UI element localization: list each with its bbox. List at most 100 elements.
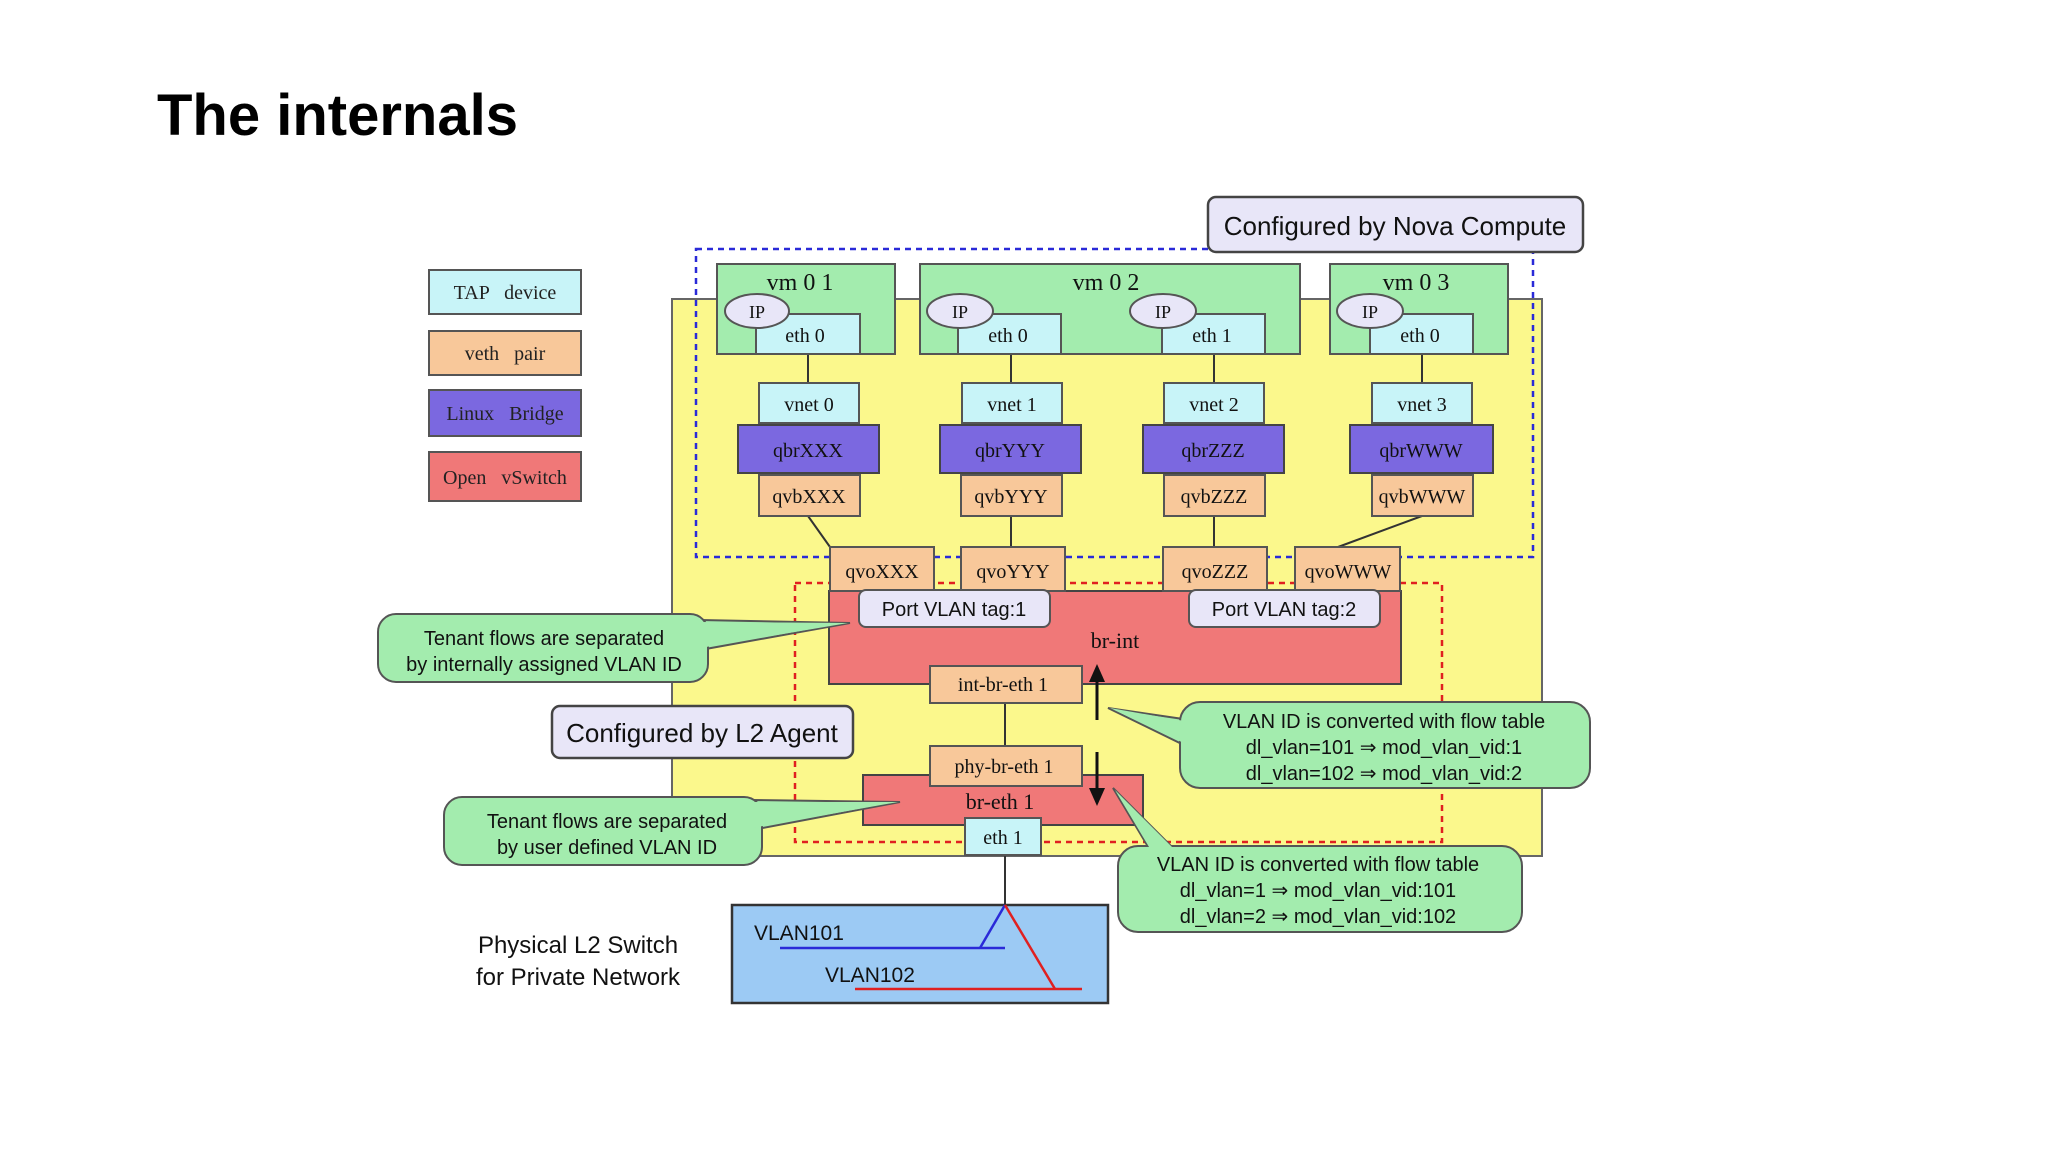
- vm-02-eth0-label: eth 0: [988, 325, 1027, 347]
- vm-03-ip: [1336, 293, 1404, 329]
- vlan101-label: VLAN101: [754, 922, 844, 945]
- vm-02-ip1: [1129, 293, 1197, 329]
- nova-region: [694, 247, 1535, 559]
- callout-flow-phy-line2: dl_vlan=1 ⇒ mod_vlan_vid:101: [1180, 880, 1456, 902]
- callout-flow-int-line1: VLAN ID is converted with flow table: [1223, 711, 1545, 733]
- vlan102-label: VLAN102: [825, 964, 915, 987]
- vm-03: vm 0 3 eth 0 IP: [1329, 263, 1509, 355]
- port-vlan-tag-2-label: Port VLAN tag:2: [1212, 599, 1357, 621]
- callout-tenant-internal: Tenant flows are separated by internally…: [377, 613, 851, 683]
- qvbZZZ-label: qvbZZZ: [1181, 486, 1248, 508]
- vm-03-ip-label: IP: [1362, 302, 1378, 322]
- vm-02-label: vm 0 2: [1073, 270, 1140, 296]
- phys-eth1-box: [964, 817, 1042, 856]
- qvbZZZ-box: [1163, 474, 1266, 517]
- qvoXXX-label: qvoXXX: [845, 561, 919, 583]
- port-vlan-tag-1-label: Port VLAN tag:1: [882, 599, 1027, 621]
- up-arrow-icon: [1089, 664, 1105, 682]
- vm-02-eth1-label: eth 1: [1192, 325, 1231, 347]
- legend-bridge-label: Linux Bridge: [446, 403, 563, 425]
- nova-compute-label: Configured by Nova Compute: [1224, 211, 1567, 241]
- physical-switch: VLAN101 VLAN102: [730, 903, 1110, 1005]
- connectors: [807, 354, 1423, 905]
- vm-02-ip0-label: IP: [952, 302, 968, 322]
- callout-flow-int-line3: dl_vlan=102 ⇒ mod_vlan_vid:2: [1246, 763, 1522, 785]
- down-arrow-icon: [1089, 788, 1105, 806]
- vm-01: vm 0 1 eth 0 IP: [716, 263, 896, 355]
- callout-flow-int-line2: dl_vlan=101 ⇒ mod_vlan_vid:1: [1246, 737, 1522, 759]
- vm-01-ip: [724, 293, 790, 329]
- vnet0-label: vnet 0: [784, 394, 833, 416]
- tap-devices: vnet 0 vnet 1 vnet 2 vnet 3: [758, 382, 1473, 424]
- port-vlan-tag-1: [858, 589, 1051, 628]
- l2-agent-label-box: [550, 704, 855, 760]
- legend-ovs-swatch: [428, 451, 582, 502]
- vnet0-box: [758, 382, 860, 424]
- vm-01-label: vm 0 1: [767, 270, 834, 296]
- switch-caption-line1: Physical L2 Switch: [478, 932, 678, 959]
- int-br-eth1-label: int-br-eth 1: [958, 674, 1048, 696]
- vm-02: vm 0 2 eth 0 IP eth 1 IP: [919, 263, 1301, 355]
- legend-bridge-swatch: [428, 389, 582, 437]
- qbrXXX-box: [737, 424, 880, 474]
- qvoWWW-label: qvoWWW: [1305, 561, 1392, 583]
- qbrZZZ-box: [1142, 424, 1285, 474]
- callout-flow-int: VLAN ID is converted with flow table dl_…: [1107, 701, 1591, 789]
- vnet3-box: [1371, 382, 1473, 424]
- callout-flow-phy-line1: VLAN ID is converted with flow table: [1157, 854, 1479, 876]
- qvbXXX-label: qvbXXX: [772, 486, 846, 508]
- qvoXXX-box: [829, 546, 935, 592]
- legend-tap-swatch: [428, 269, 582, 315]
- qvoZZZ-label: qvoZZZ: [1182, 561, 1249, 583]
- legend-veth-swatch: [428, 330, 582, 376]
- legend-tap-label: TAP device: [454, 282, 557, 304]
- int-br-eth1-box: [929, 665, 1083, 704]
- vnet3-label: vnet 3: [1397, 394, 1446, 416]
- qvbYYY-label: qvbYYY: [974, 486, 1047, 508]
- qbrYYY-label: qbrYYY: [975, 440, 1045, 462]
- qvoYYY-box: [960, 546, 1066, 592]
- qbrWWW-label: qbrWWW: [1379, 440, 1462, 462]
- phy-br-eth1-box: [929, 745, 1083, 787]
- qvoWWW-box: [1294, 546, 1401, 592]
- callout-tenant-user: Tenant flows are separated by user defin…: [443, 796, 901, 866]
- vnet2-label: vnet 2: [1189, 394, 1238, 416]
- switch-caption-line2: for Private Network: [476, 964, 681, 991]
- qvbYYY-box: [960, 474, 1063, 517]
- linux-bridges: qbrXXX qbrYYY qbrZZZ qbrWWW: [737, 424, 1494, 474]
- legend-veth-label: veth pair: [465, 343, 546, 365]
- vm-03-eth0-label: eth 0: [1400, 325, 1439, 347]
- vm-02-ip0: [926, 293, 994, 329]
- qvoYYY-label: qvoYYY: [976, 561, 1049, 583]
- qvbWWW-label: qvbWWW: [1379, 486, 1466, 508]
- qbrYYY-box: [939, 424, 1082, 474]
- slide-title: The internals: [157, 83, 518, 148]
- qvbXXX-box: [758, 474, 861, 517]
- vm-03-label: vm 0 3: [1383, 270, 1450, 296]
- flow-arrows: [1089, 664, 1105, 806]
- qbrWWW-box: [1349, 424, 1494, 474]
- vm-01-ip-label: IP: [749, 302, 765, 322]
- callout-tenant-internal-line1: Tenant flows are separated: [424, 628, 664, 650]
- phys-eth1-label: eth 1: [983, 827, 1022, 849]
- port-vlan-tag-2: [1188, 589, 1381, 628]
- qvoZZZ-box: [1162, 546, 1268, 592]
- l2-agent-region: [793, 581, 1444, 844]
- nova-compute-label-box: [1206, 195, 1585, 254]
- qvb-veth: qvbXXX qvbYYY qvbZZZ qvbWWW: [758, 474, 1474, 517]
- vnet1-label: vnet 1: [987, 394, 1036, 416]
- br-int-label: br-int: [1091, 628, 1139, 653]
- callout-flow-phy-line3: dl_vlan=2 ⇒ mod_vlan_vid:102: [1180, 906, 1456, 928]
- br-eth1-label: br-eth 1: [966, 789, 1035, 814]
- legend-ovs-label: Open vSwitch: [443, 467, 567, 489]
- vm-01-eth0-label: eth 0: [785, 325, 824, 347]
- vnet2-box: [1163, 382, 1265, 424]
- qvbWWW-box: [1371, 474, 1474, 517]
- qbrXXX-label: qbrXXX: [773, 440, 844, 462]
- callout-tenant-internal-line2: by internally assigned VLAN ID: [406, 654, 682, 676]
- callout-tenant-user-line1: Tenant flows are separated: [487, 811, 727, 833]
- qbrZZZ-label: qbrZZZ: [1181, 440, 1244, 462]
- l2-agent-label: Configured by L2 Agent: [566, 718, 839, 748]
- qvo-veth: qvoXXX qvoYYY qvoZZZ qvoWWW: [829, 546, 1401, 592]
